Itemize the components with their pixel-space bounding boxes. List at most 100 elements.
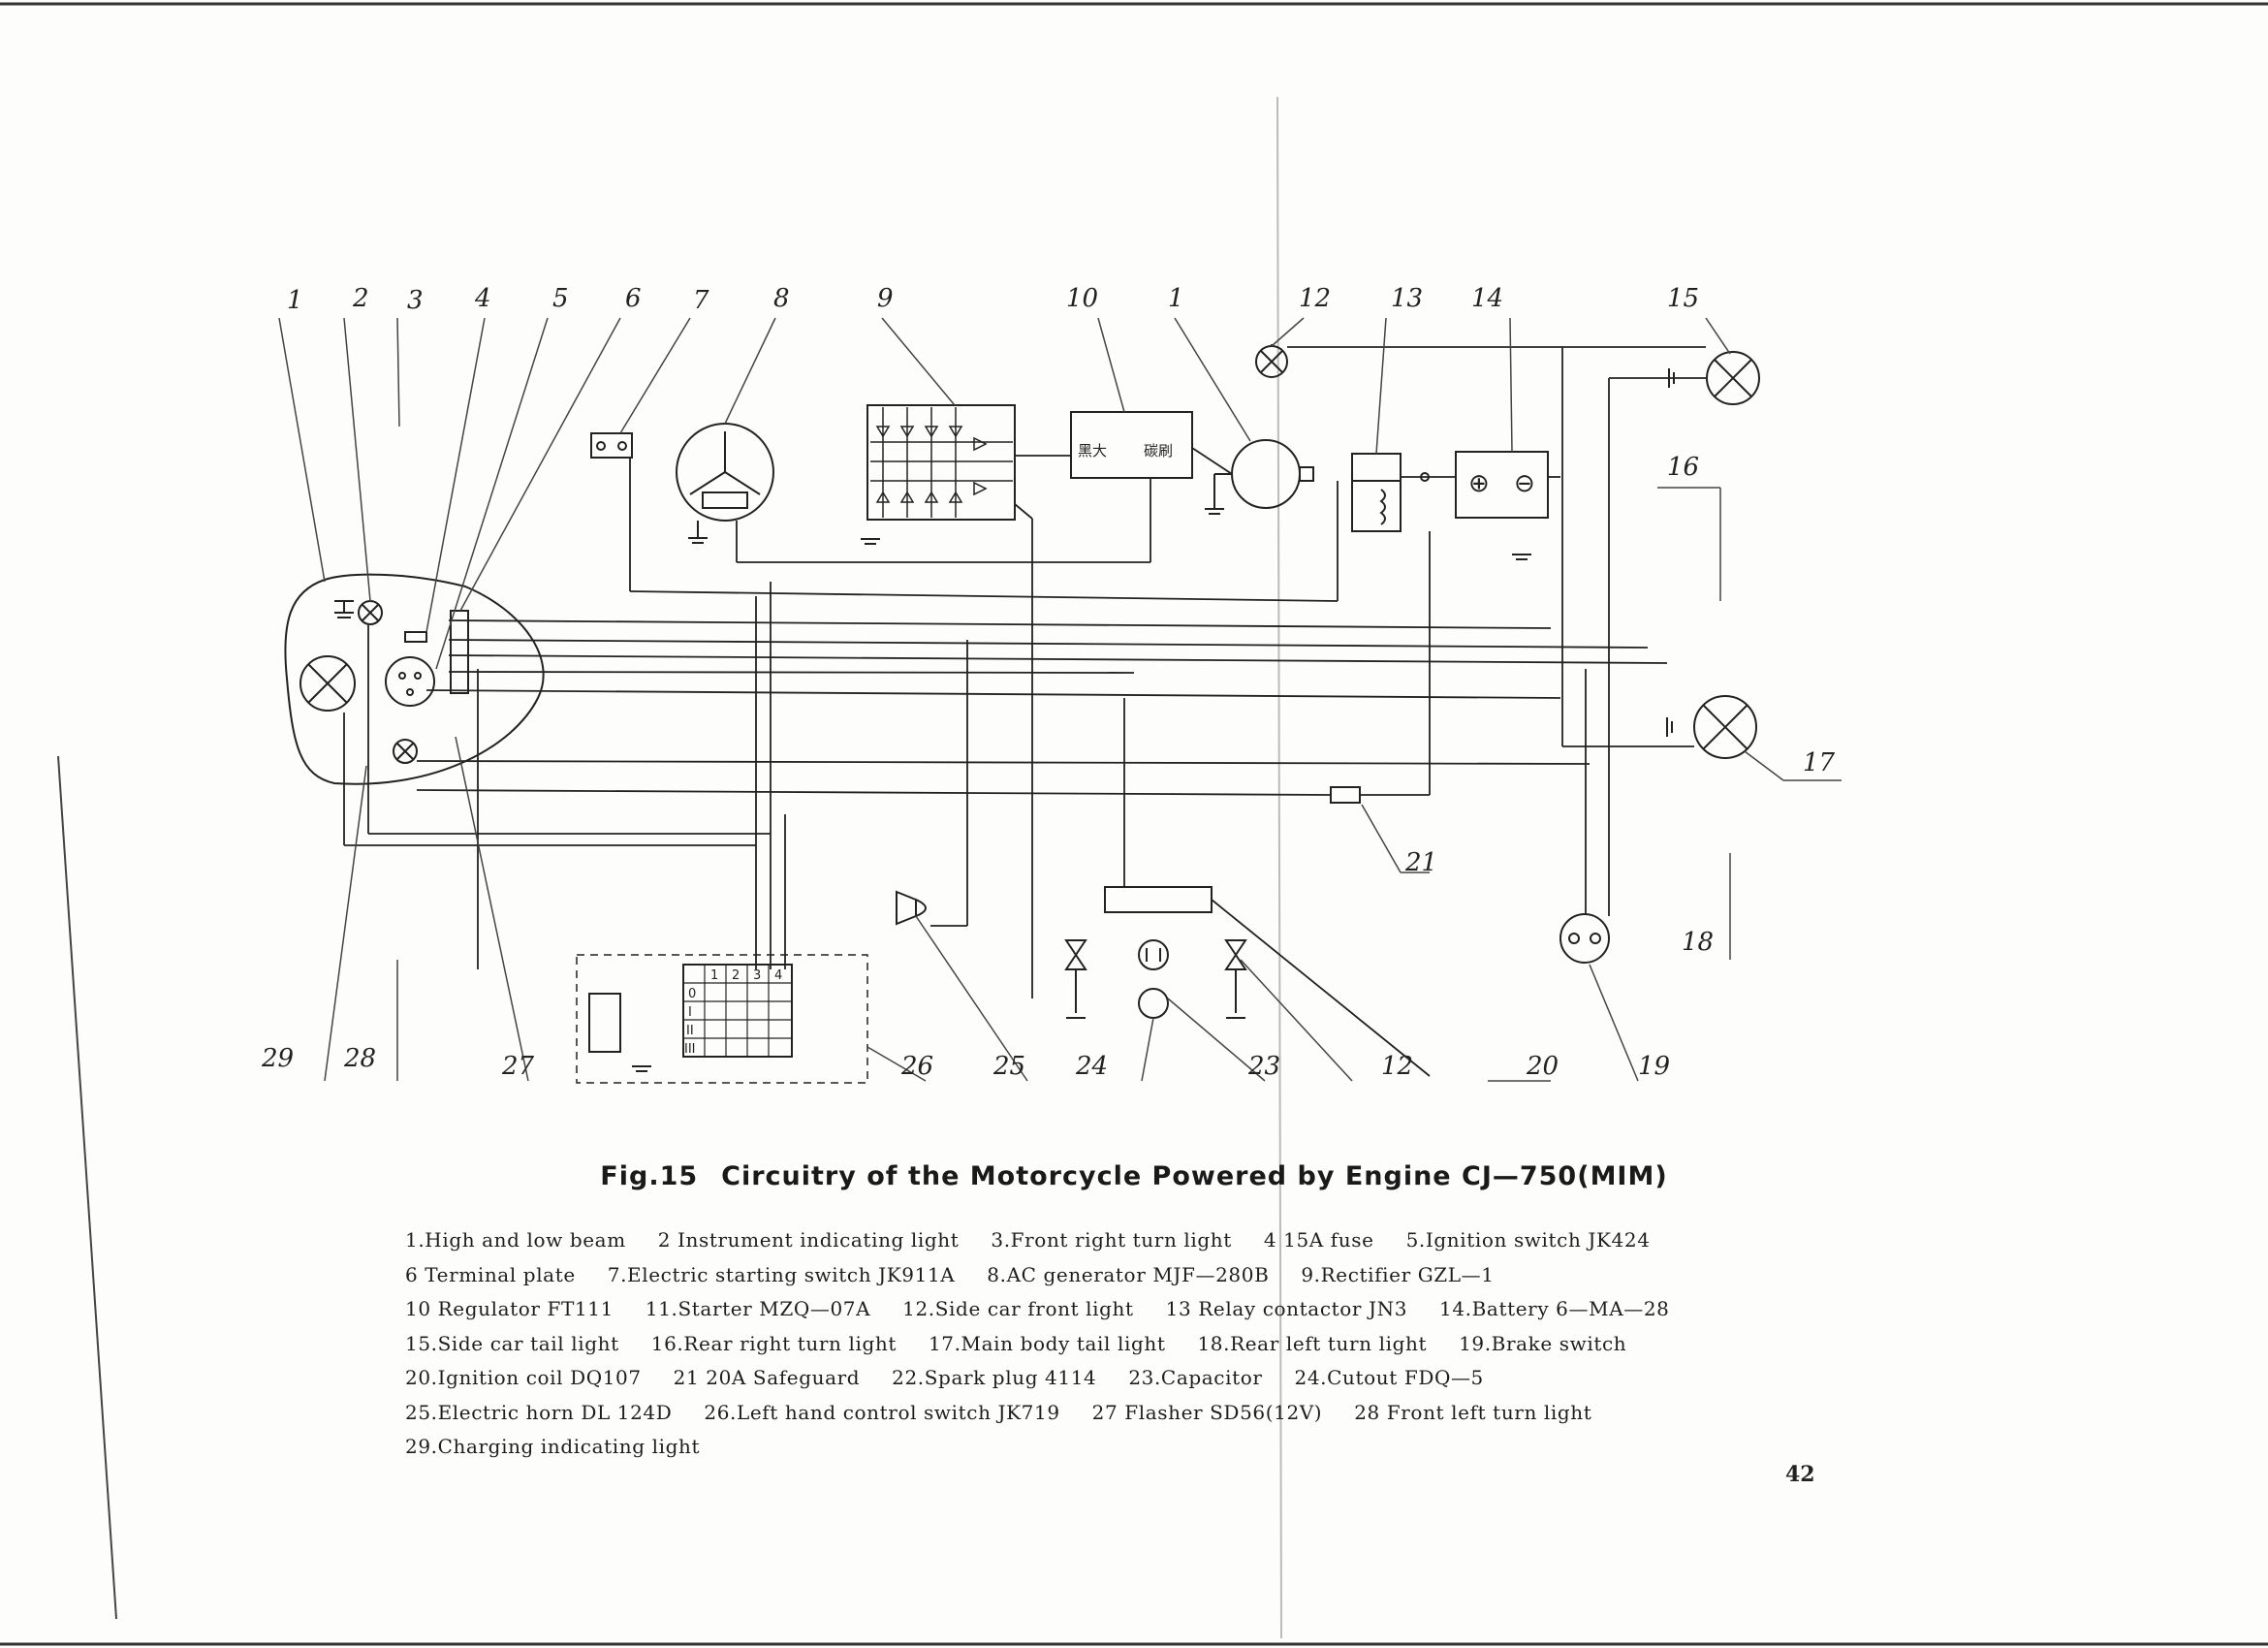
callout-27: 27: [501, 1052, 535, 1081]
legend-item-2: 2 Instrument indicating light: [657, 1228, 960, 1252]
brake-switch: [1559, 913, 1610, 964]
legend-item-14: 14.Battery 6—MA—28: [1439, 1297, 1670, 1320]
flasher-block: [588, 993, 621, 1053]
callout-6: 6: [625, 284, 642, 313]
instrument-indicating-light: [358, 600, 383, 625]
switch-col-1: 1: [710, 968, 718, 983]
callout-19: 19: [1638, 1052, 1670, 1081]
legend-item-29: 29.Charging indicating light: [405, 1435, 701, 1458]
callout-20: 20: [1526, 1052, 1559, 1081]
battery-minus-mark: ⊖: [1514, 469, 1535, 498]
rectifier-box: [866, 404, 1016, 521]
safeguard-fuse: [1330, 786, 1361, 804]
figure-caption: Fig.15 Circuitry of the Motorcycle Powere…: [0, 1161, 2268, 1191]
high-low-beam-lamp: [299, 655, 356, 712]
side-car-front-light: [1255, 345, 1288, 378]
ground-symbol-battery: [1512, 554, 1531, 560]
legend-item-18: 18.Rear left turn light: [1197, 1331, 1428, 1355]
callout-13: 13: [1391, 284, 1423, 313]
page-number: 42: [1785, 1462, 1815, 1487]
terminal-plate: [450, 610, 469, 694]
battery-box: [1455, 451, 1549, 519]
legend-item-1: 1.High and low beam: [405, 1228, 626, 1252]
callout-14: 14: [1471, 284, 1503, 313]
callout-9: 9: [877, 284, 894, 313]
spark-plug-left: [1064, 939, 1087, 1019]
callout-1: 1: [287, 286, 303, 315]
rectifier-diodes: [875, 426, 988, 503]
legend-item-24: 24.Cutout FDQ—5: [1294, 1366, 1484, 1389]
figure-title: Circuitry of the Motorcycle Powered by E…: [721, 1161, 1668, 1191]
callout-16: 16: [1667, 453, 1699, 482]
starter-motor: [1205, 439, 1314, 515]
legend-item-11: 11.Starter MZQ—07A: [645, 1297, 871, 1320]
legend-item-21: 21 20A Safeguard: [673, 1366, 861, 1389]
callout-12-bottom: 12: [1381, 1052, 1413, 1081]
fuse-symbol: [404, 631, 427, 643]
legend-item-12: 12.Side car front light: [902, 1297, 1134, 1320]
callout-2: 2: [352, 284, 369, 313]
callout-10: 10: [1066, 284, 1098, 313]
scan-edge-line: [57, 755, 117, 1620]
callout-11: 1: [1168, 284, 1184, 313]
switch-row-2: II: [686, 1024, 694, 1038]
legend-item-9: 9.Rectifier GZL—1: [1301, 1262, 1495, 1286]
legend-item-10: 10 Regulator FT111: [405, 1297, 614, 1320]
ac-generator: [676, 423, 774, 538]
switch-col-2: 2: [732, 968, 740, 983]
left-hand-control-switch-area: [576, 954, 868, 1084]
legend-item-3: 3.Front right turn light: [991, 1228, 1232, 1252]
legend-item-16: 16.Rear right turn light: [650, 1331, 897, 1355]
callout-25: 25: [992, 1052, 1025, 1081]
side-car-tail-light: [1706, 351, 1760, 405]
legend-item-6: 6 Terminal plate: [405, 1262, 576, 1286]
callout-15: 15: [1667, 284, 1699, 313]
callout-leaders: [278, 317, 1842, 1082]
legend-item-20: 20.Ignition coil DQ107: [405, 1366, 642, 1389]
legend-item-27: 27 Flasher SD56(12V): [1091, 1400, 1323, 1424]
rectifier-internal-lines: [870, 407, 1013, 518]
callout-23: 23: [1247, 1052, 1280, 1081]
ignition-coil: [1104, 886, 1213, 913]
legend-item-28: 28 Front left turn light: [1354, 1400, 1592, 1424]
callout-3: 3: [407, 286, 424, 315]
main-body-tail-light: [1693, 695, 1757, 759]
callout-21: 21: [1404, 848, 1437, 877]
figure-label: Fig.15: [600, 1161, 699, 1191]
callout-7: 7: [693, 286, 709, 315]
headlamp-housing: [284, 573, 545, 785]
switch-row-0: 0: [688, 987, 696, 1001]
electric-starting-switch: [590, 432, 633, 459]
callout-26: 26: [900, 1052, 933, 1081]
callout-5: 5: [552, 284, 569, 313]
legend-item-7: 7.Electric starting switch JK911A: [607, 1262, 956, 1286]
battery-plus-mark: ⊕: [1468, 469, 1490, 498]
legend-item-25: 25.Electric horn DL 124D: [405, 1400, 673, 1424]
callout-4: 4: [474, 284, 491, 313]
electric-horn: [896, 890, 927, 926]
ground-symbol-generator: [688, 537, 708, 544]
legend-item-4: 4 15A fuse: [1263, 1228, 1374, 1252]
legend-item-15: 15.Side car tail light: [405, 1331, 619, 1355]
spark-plug-right: [1224, 939, 1247, 1019]
generator-mark-left: 黑大: [1078, 442, 1107, 460]
charging-indicating-light: [393, 739, 418, 764]
switch-col-4: 4: [774, 968, 782, 983]
wire-harness: [343, 344, 1706, 1077]
switch-row-1: I: [688, 1005, 692, 1020]
relay-contactor: [1351, 453, 1430, 532]
legend-item-19: 19.Brake switch: [1459, 1331, 1627, 1355]
callout-29: 29: [261, 1044, 294, 1073]
regulator-box: [1070, 411, 1193, 479]
ground-symbol-rectifier: [861, 538, 880, 545]
switch-row-3: III: [684, 1042, 696, 1057]
callout-8: 8: [773, 284, 790, 313]
component-legend: 1.High and low beam 2 Instrument indicat…: [405, 1223, 1704, 1465]
legend-item-26: 26.Left hand control switch JK719: [704, 1400, 1060, 1424]
callout-18: 18: [1682, 928, 1714, 957]
legend-item-23: 23.Capacitor: [1128, 1366, 1263, 1389]
callout-17: 17: [1803, 748, 1836, 777]
callout-24: 24: [1075, 1052, 1108, 1081]
callout-12-top: 12: [1299, 284, 1331, 313]
